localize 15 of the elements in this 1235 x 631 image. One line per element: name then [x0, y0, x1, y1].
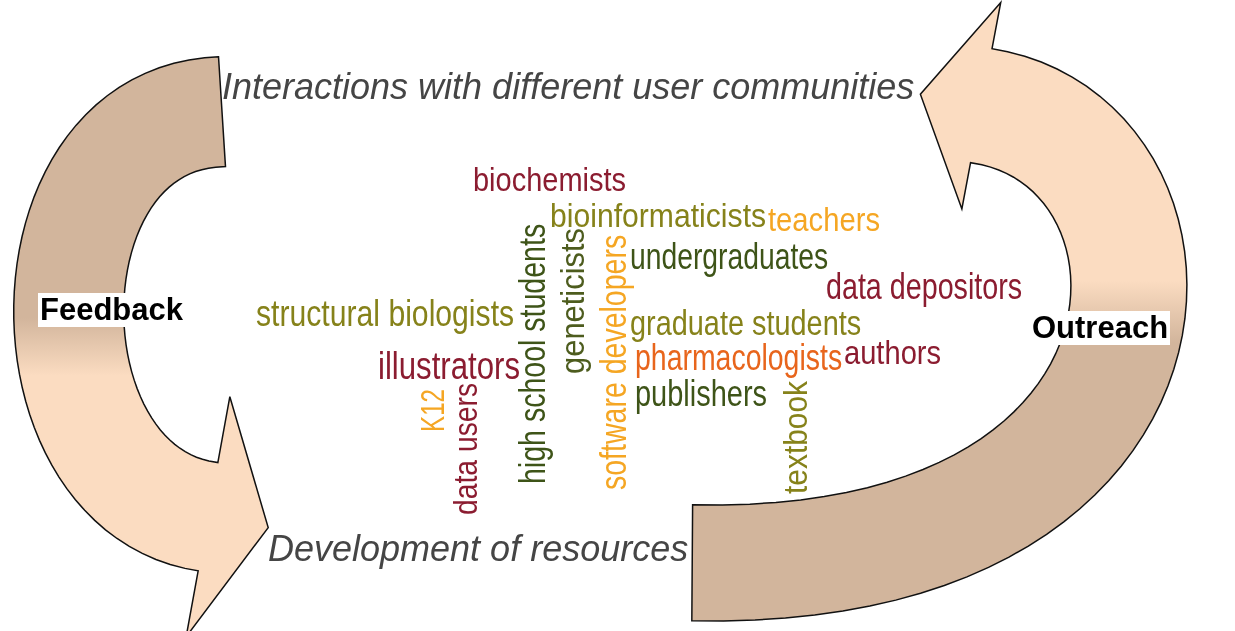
- word-cloud-term: structural biologists: [256, 296, 515, 332]
- word-cloud-term: teachers: [768, 203, 881, 236]
- heading-text: Interactions with different user communities: [222, 66, 915, 108]
- heading-text: Development of resources: [268, 528, 689, 570]
- edge-label: Outreach: [1030, 311, 1171, 346]
- word-cloud-term: authors: [844, 336, 942, 369]
- word-cloud-term: K12: [416, 388, 450, 432]
- word-cloud-term: data users: [449, 382, 483, 515]
- word-cloud-term: software developers: [595, 234, 632, 490]
- curved-block-arrow: [13, 56, 270, 631]
- word-cloud-term: data depositors: [826, 268, 1023, 305]
- edge-label: Feedback: [38, 293, 185, 328]
- curved-block-arrow: [691, 0, 1188, 622]
- word-cloud-term: biochemists: [473, 163, 627, 197]
- word-cloud-term: textbook: [779, 380, 813, 494]
